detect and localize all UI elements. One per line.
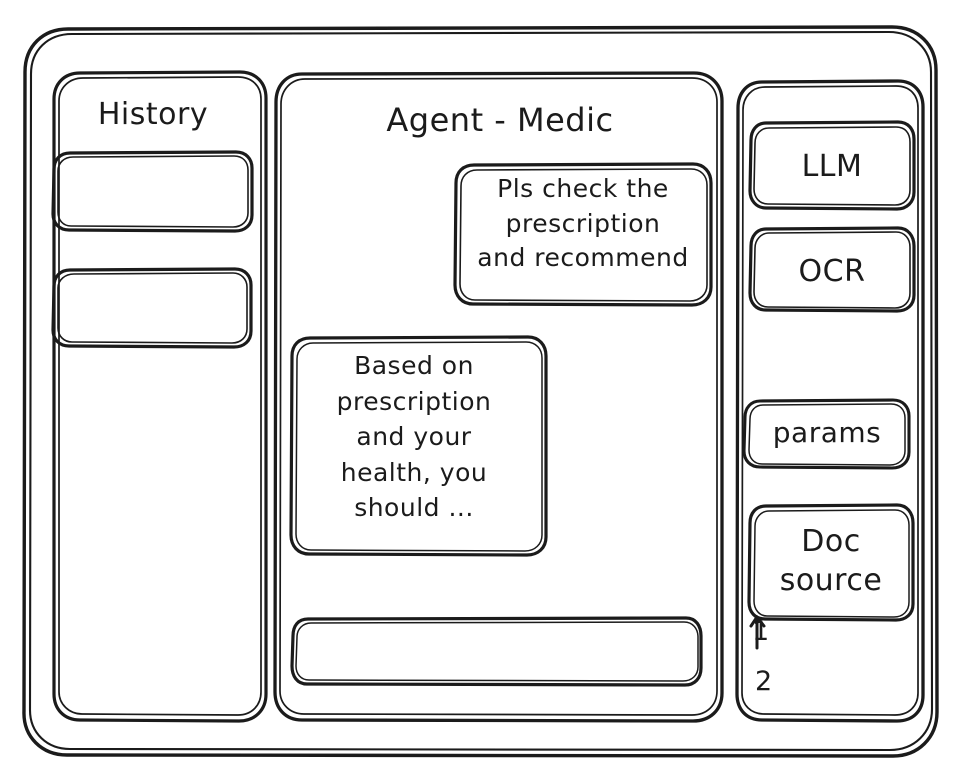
doc-source-label: Doc source	[779, 524, 883, 598]
message-user-text: Pls check the prescription and recommend	[477, 174, 689, 272]
tool-params-label: params	[772, 416, 882, 449]
tool-llm-label: LLM	[801, 149, 863, 184]
composer-input[interactable]	[292, 618, 702, 686]
page-title-agent: Agent - Medic	[386, 101, 614, 139]
history-panel	[54, 72, 267, 722]
tool-ocr-label: OCR	[798, 254, 866, 289]
doc-source-item-2[interactable]: 2	[755, 666, 773, 697]
doc-source-item-1[interactable]: 1	[752, 616, 770, 647]
message-assistant-text: Based on prescription and your health, y…	[336, 351, 492, 522]
page-title-history: History	[97, 97, 209, 132]
